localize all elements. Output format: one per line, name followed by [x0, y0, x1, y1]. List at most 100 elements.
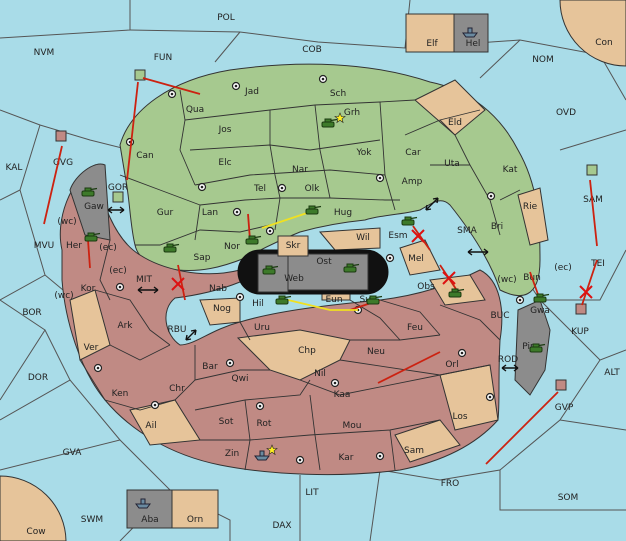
label-swm: SWM [81, 515, 103, 525]
label-car: Car [405, 148, 421, 158]
label-gvg: GVG [53, 158, 73, 168]
tank-icon[interactable] [81, 187, 98, 197]
region-aba[interactable] [126, 489, 173, 529]
label-hel: Hel [466, 39, 481, 49]
move-arrow [581, 259, 598, 306]
cut-mark [171, 277, 185, 291]
label-sch: Sch [330, 89, 346, 99]
tank-icon[interactable] [321, 118, 338, 128]
move-arrow [485, 391, 559, 465]
home-center-fun[interactable] [134, 69, 146, 81]
label-qwi: Qwi [232, 374, 249, 384]
label-esm: Esm [388, 231, 407, 241]
region-mel[interactable] [399, 239, 441, 276]
move-arrow [43, 145, 63, 225]
tank-icon[interactable] [163, 243, 180, 253]
label-nom: NOM [532, 55, 554, 65]
tank-icon[interactable] [245, 235, 262, 245]
label-nor: Nor [224, 242, 240, 252]
supply-center-icon [232, 207, 242, 217]
ship-icon[interactable] [462, 27, 478, 38]
label-fun: FUN [154, 53, 173, 63]
supply-center-icon [231, 81, 241, 91]
label-gaw: Gaw [84, 202, 104, 212]
supply-center-icon [485, 392, 495, 402]
home-center-kup-box[interactable] [575, 303, 587, 315]
region-skr[interactable] [277, 235, 309, 257]
cut-mark [579, 285, 593, 299]
label-mel: Mel [408, 254, 424, 264]
star-icon [334, 112, 346, 124]
label-kar: Kar [339, 453, 354, 463]
double-arrow [137, 286, 159, 294]
supply-center-icon [295, 455, 305, 465]
tank-icon[interactable] [529, 343, 546, 353]
coast-bun-wc: (wc) [497, 275, 516, 285]
region-eld[interactable] [414, 79, 486, 136]
label-neu: Neu [367, 347, 385, 357]
label-eld: Eld [448, 118, 462, 128]
cut-mark [442, 271, 456, 285]
label-obs: Obs [417, 282, 435, 292]
home-center-sam-box[interactable] [586, 164, 598, 176]
region-con[interactable] [559, 0, 626, 67]
label-orl: Orl [445, 360, 458, 370]
region-wil[interactable] [318, 227, 381, 251]
label-bri: Bri [491, 222, 503, 232]
label-ken: Ken [112, 389, 129, 399]
supply-center-icon [167, 89, 177, 99]
coast-kor-wc: (wc) [54, 291, 73, 301]
label-her: Her [66, 241, 82, 251]
label-mou: Mou [343, 421, 362, 431]
supply-center-icon [255, 401, 265, 411]
ship-icon[interactable] [254, 450, 270, 461]
move-arrow [589, 179, 598, 247]
double-arrow [501, 364, 519, 372]
supply-center-icon [486, 191, 496, 201]
tank-icon[interactable] [401, 216, 418, 226]
label-alt: ALT [604, 368, 620, 378]
supply-center-icon [457, 348, 467, 358]
region-cow[interactable] [0, 475, 67, 541]
supply-center-icon [125, 137, 135, 147]
label-buc: BUC [490, 311, 509, 321]
home-center-gvp-box[interactable] [555, 379, 567, 391]
label-tel: Tel [253, 184, 266, 194]
ship-icon[interactable] [135, 498, 151, 509]
red-power-territory[interactable] [59, 164, 503, 476]
label-feu: Feu [407, 323, 423, 333]
tank-icon[interactable] [262, 265, 279, 275]
label-rod: ROD [498, 355, 518, 365]
tank-icon[interactable] [84, 232, 101, 242]
label-bor: BOR [22, 308, 41, 318]
label-web: Web [284, 274, 304, 284]
label-kor: Kor [81, 284, 96, 294]
label-ail: Ail [145, 421, 156, 431]
region-gaw[interactable] [69, 163, 111, 241]
label-chr: Chr [169, 384, 185, 394]
label-hug: Hug [334, 208, 352, 218]
label-gur: Gur [157, 208, 174, 218]
tank-icon[interactable] [343, 263, 360, 273]
label-con: Con [595, 38, 613, 48]
label-pol: POL [217, 13, 235, 23]
label-jos: Jos [218, 125, 232, 135]
label-fro: FRO [441, 479, 460, 489]
region-rie[interactable] [517, 187, 549, 246]
support-line [261, 211, 311, 229]
coast-bun-ec: (ec) [554, 263, 572, 273]
label-ost: Ost [316, 257, 332, 267]
tank-icon[interactable] [275, 295, 292, 305]
label-olk: Olk [305, 184, 321, 194]
coast-her-ec: (ec) [99, 243, 117, 253]
tank-icon[interactable] [366, 295, 383, 305]
tank-icon[interactable] [533, 293, 550, 303]
label-elf: Elf [426, 39, 438, 49]
tank-icon[interactable] [305, 205, 322, 215]
home-center-gvg-box[interactable] [55, 130, 67, 142]
tank-icon[interactable] [448, 288, 465, 298]
home-center-gor-box[interactable] [112, 191, 124, 203]
region-sam[interactable] [394, 419, 461, 463]
region-orn[interactable] [171, 489, 219, 529]
region-elf[interactable] [405, 13, 455, 53]
